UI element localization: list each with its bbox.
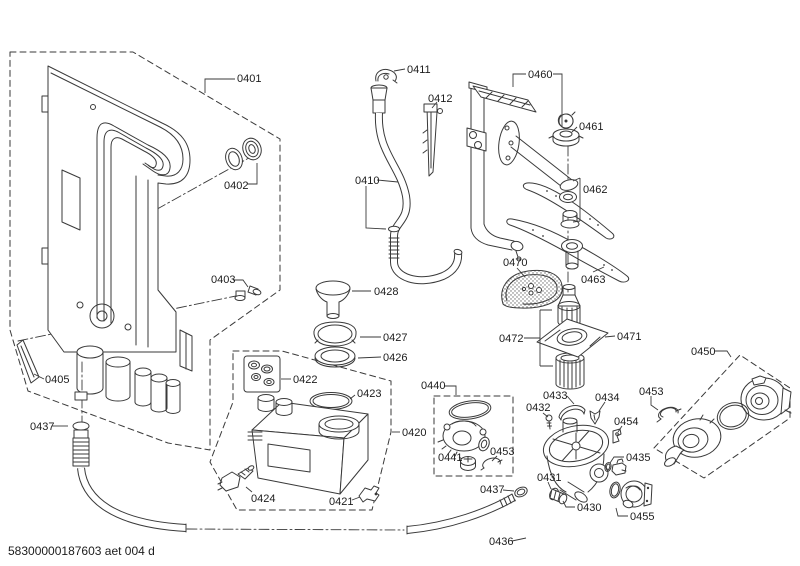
- part-callout-0437-mid: 0437: [480, 484, 504, 496]
- part-0470-filter-plate-drawing: [501, 269, 563, 309]
- part-0424-connector-drawing: [217, 465, 255, 492]
- part-callout-0453-inner: 0453: [490, 446, 514, 458]
- part-0430-sump-drawing: [542, 417, 610, 503]
- group-box-0420: [209, 350, 392, 511]
- part-callout-0453-right: 0453: [639, 386, 663, 398]
- part-callout-0401: 0401: [237, 73, 261, 85]
- part-callout-0440: 0440: [421, 380, 445, 392]
- part-0460-frame-drawing: [466, 81, 579, 262]
- part-callout-0471: 0471: [617, 331, 641, 343]
- part-0471-sieve-plate-drawing: [536, 318, 609, 358]
- part-0453-right-clamp-drawing: [658, 406, 679, 420]
- part-0403-drawing: [234, 285, 262, 301]
- group-box-0401: [9, 51, 281, 451]
- part-callout-0437-left: 0437: [30, 421, 54, 433]
- part-callout-0422: 0422: [293, 374, 317, 386]
- callout-labels: 0401 0402 0403 0405 0437 0411 0412 0410 …: [30, 64, 715, 548]
- part-callout-0460: 0460: [528, 69, 552, 81]
- part-0432-screw-drawing: [545, 414, 553, 430]
- part-0422-seal-kit-drawing: [243, 355, 281, 393]
- part-callout-0411: 0411: [407, 64, 431, 76]
- part-0411-hook-drawing: [375, 69, 398, 84]
- part-callout-0427: 0427: [383, 332, 407, 344]
- part-callout-0430: 0430: [577, 502, 601, 514]
- part-0402-drawing: [225, 137, 262, 171]
- part-callout-0441: 0441: [438, 452, 462, 464]
- part-0426-ring-drawing: [314, 346, 356, 368]
- part-callout-0435: 0435: [626, 452, 650, 464]
- part-0454-bracket-drawing: [612, 428, 622, 444]
- part-0435-valve-drawing: [604, 458, 627, 476]
- part-0412-bracket-drawing: [422, 103, 443, 177]
- part-0436-hose-drawing: [406, 486, 528, 535]
- part-callout-0432: 0432: [526, 402, 550, 414]
- part-callout-0426: 0426: [383, 352, 407, 364]
- part-callout-0434: 0434: [595, 392, 619, 404]
- part-0472-filter-drawing: [555, 284, 585, 390]
- part-callout-0402: 0402: [224, 180, 248, 192]
- part-callout-0454: 0454: [614, 416, 638, 428]
- document-code: 58300000187603 aet 004 d: [8, 544, 155, 558]
- part-0421-clip-drawing: [358, 485, 380, 503]
- part-callout-0433: 0433: [543, 390, 567, 402]
- part-callout-0405: 0405: [45, 374, 69, 386]
- part-0434-clip-drawing: [589, 410, 601, 425]
- part-0453-inner-clamp-drawing: [482, 457, 501, 469]
- part-0428-funnel-drawing: [315, 280, 351, 319]
- part-callout-0410: 0410: [355, 175, 379, 187]
- part-callout-0424: 0424: [251, 493, 275, 505]
- part-0420-softener-drawing: [247, 394, 369, 495]
- part-callout-0455: 0455: [630, 511, 654, 523]
- part-0462-upper-spray-arm-drawing: [522, 182, 615, 240]
- part-0431-connector-drawing: [549, 487, 568, 505]
- part-callout-0428: 0428: [374, 286, 398, 298]
- base-assembly-drawing: [74, 329, 193, 414]
- part-0437-left-hose-drawing: [72, 421, 187, 533]
- part-callout-0472: 0472: [499, 333, 523, 345]
- part-0463-lower-spray-arm-drawing: [506, 218, 630, 283]
- part-callout-0463: 0463: [581, 274, 605, 286]
- part-callout-0421: 0421: [329, 496, 353, 508]
- part-callout-0462: 0462: [583, 184, 607, 196]
- part-0405-drawing: [16, 339, 40, 384]
- part-callout-0431: 0431: [537, 472, 561, 484]
- group-box-0440: [433, 395, 514, 477]
- part-0410-drain-hose-drawing: [370, 84, 463, 285]
- part-callout-0423: 0423: [357, 388, 381, 400]
- part-0427-cap-drawing: [313, 321, 357, 350]
- part-callout-0450: 0450: [691, 346, 715, 358]
- part-0461-impeller-cap-drawing: [548, 111, 584, 147]
- side-panel-drawing: [41, 65, 191, 353]
- part-callout-0461: 0461: [579, 121, 603, 133]
- part-0455-drain-pump-drawing: [609, 480, 653, 509]
- part-0440-pump-drawing: [437, 400, 503, 471]
- part-callout-0412: 0412: [428, 93, 452, 105]
- part-callout-0470: 0470: [503, 257, 527, 269]
- part-callout-0436: 0436: [489, 536, 513, 548]
- part-callout-0403: 0403: [211, 274, 235, 286]
- part-0433-half-ring-drawing: [558, 405, 586, 421]
- part-callout-0420: 0420: [402, 427, 426, 439]
- leader-lines: [33, 68, 732, 542]
- part-0450-circulation-pump-drawing: [656, 375, 792, 467]
